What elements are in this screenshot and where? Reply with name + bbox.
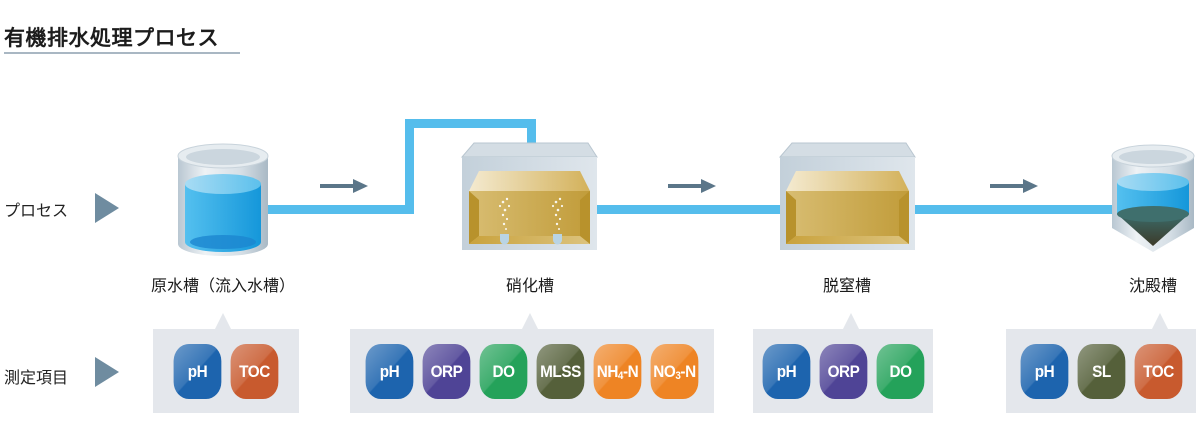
panel-pointer xyxy=(843,313,859,329)
measurement-badge-ph: pH xyxy=(1020,344,1068,399)
panel-pointer xyxy=(215,313,231,329)
measurement-badge-nh4-n: NH4-N xyxy=(593,344,642,399)
tank-label-nitrification: 硝化槽 xyxy=(505,276,554,295)
row-label-process: プロセス xyxy=(4,201,69,220)
badge-label: pH xyxy=(379,361,400,381)
process-diagram xyxy=(177,119,1195,256)
row-arrow-measurement-icon xyxy=(95,357,119,387)
pipe-overhead xyxy=(405,119,536,128)
badge-label: DO xyxy=(492,361,515,381)
measurement-panel-denitrification: pH ORP DO xyxy=(753,313,933,413)
pipe-riser xyxy=(405,119,414,214)
badge-label: pH xyxy=(776,361,796,381)
badge-label: TOC xyxy=(239,361,270,381)
tank-sedimentation-cone-icon xyxy=(1111,144,1195,252)
panel-pointer xyxy=(522,313,538,329)
tank-label-sedimentation: 沈殿槽 xyxy=(1128,276,1177,295)
badge-label: pH xyxy=(1034,361,1054,381)
measurement-badge-toc: TOC xyxy=(1134,344,1182,399)
badge-label: SL xyxy=(1091,361,1111,381)
tank-raw-cylinder-icon xyxy=(177,143,269,256)
flow-arrow-icon-1 xyxy=(320,179,368,193)
flow-arrow-icon-2 xyxy=(668,179,716,193)
pipe-network xyxy=(265,119,1113,214)
row-label-measurement: 測定項目 xyxy=(4,368,69,387)
badge-label: pH xyxy=(187,361,208,381)
measurement-badge-ph: pH xyxy=(365,344,414,399)
badge-label: NO3-N xyxy=(653,361,696,382)
measurement-badge-no3-n: NO3-N xyxy=(650,344,699,399)
badge-label: DO xyxy=(888,361,912,381)
badge-label: TOC xyxy=(1142,361,1174,381)
badge-label: NH4-N xyxy=(596,361,639,382)
measurement-badge-ph: pH xyxy=(762,344,810,399)
badge-label: ORP xyxy=(827,361,859,381)
panel-pointer xyxy=(1152,313,1168,329)
measurement-badge-do: DO xyxy=(876,344,924,399)
diffuser-icon xyxy=(500,234,562,245)
measurement-badge-toc: TOC xyxy=(230,344,279,399)
badge-label: MLSS xyxy=(540,361,581,381)
tank-nitrification-box-icon xyxy=(460,142,598,250)
tank-label-denitrification: 脱窒槽 xyxy=(822,276,871,295)
row-arrow-process-icon xyxy=(95,193,119,223)
tank-label-raw: 原水槽（流入水槽） xyxy=(150,276,295,295)
flow-arrow-icon-3 xyxy=(990,179,1038,193)
measurement-panel-sedimentation: pH SL TOC xyxy=(1006,313,1196,413)
aeration-bubbles-icon xyxy=(498,197,564,230)
measurement-badge-mlss: MLSS xyxy=(536,344,585,399)
measurement-panel-nitrification: pH ORP DO MLSS NH4-N NO3-N xyxy=(350,313,714,413)
badge-label: ORP xyxy=(430,361,463,381)
page-title: 有機排水処理プロセス xyxy=(4,26,219,50)
title-underline xyxy=(4,52,240,54)
measurement-badge-orp: ORP xyxy=(819,344,867,399)
pipe-denitrification-to-sedimentation xyxy=(915,205,1113,214)
measurement-badge-sl: SL xyxy=(1077,344,1125,399)
pipe-downcomer xyxy=(527,119,536,145)
pipe-raw-to-nitrification xyxy=(265,205,413,214)
measurement-badge-do: DO xyxy=(479,344,528,399)
measurement-badge-ph: pH xyxy=(173,344,222,399)
measurement-badge-orp: ORP xyxy=(422,344,471,399)
tank-denitrification-box-icon xyxy=(778,142,916,250)
pipe-nitrification-to-denitrification xyxy=(595,205,785,214)
measurement-panel-raw: pH TOC xyxy=(153,313,299,413)
